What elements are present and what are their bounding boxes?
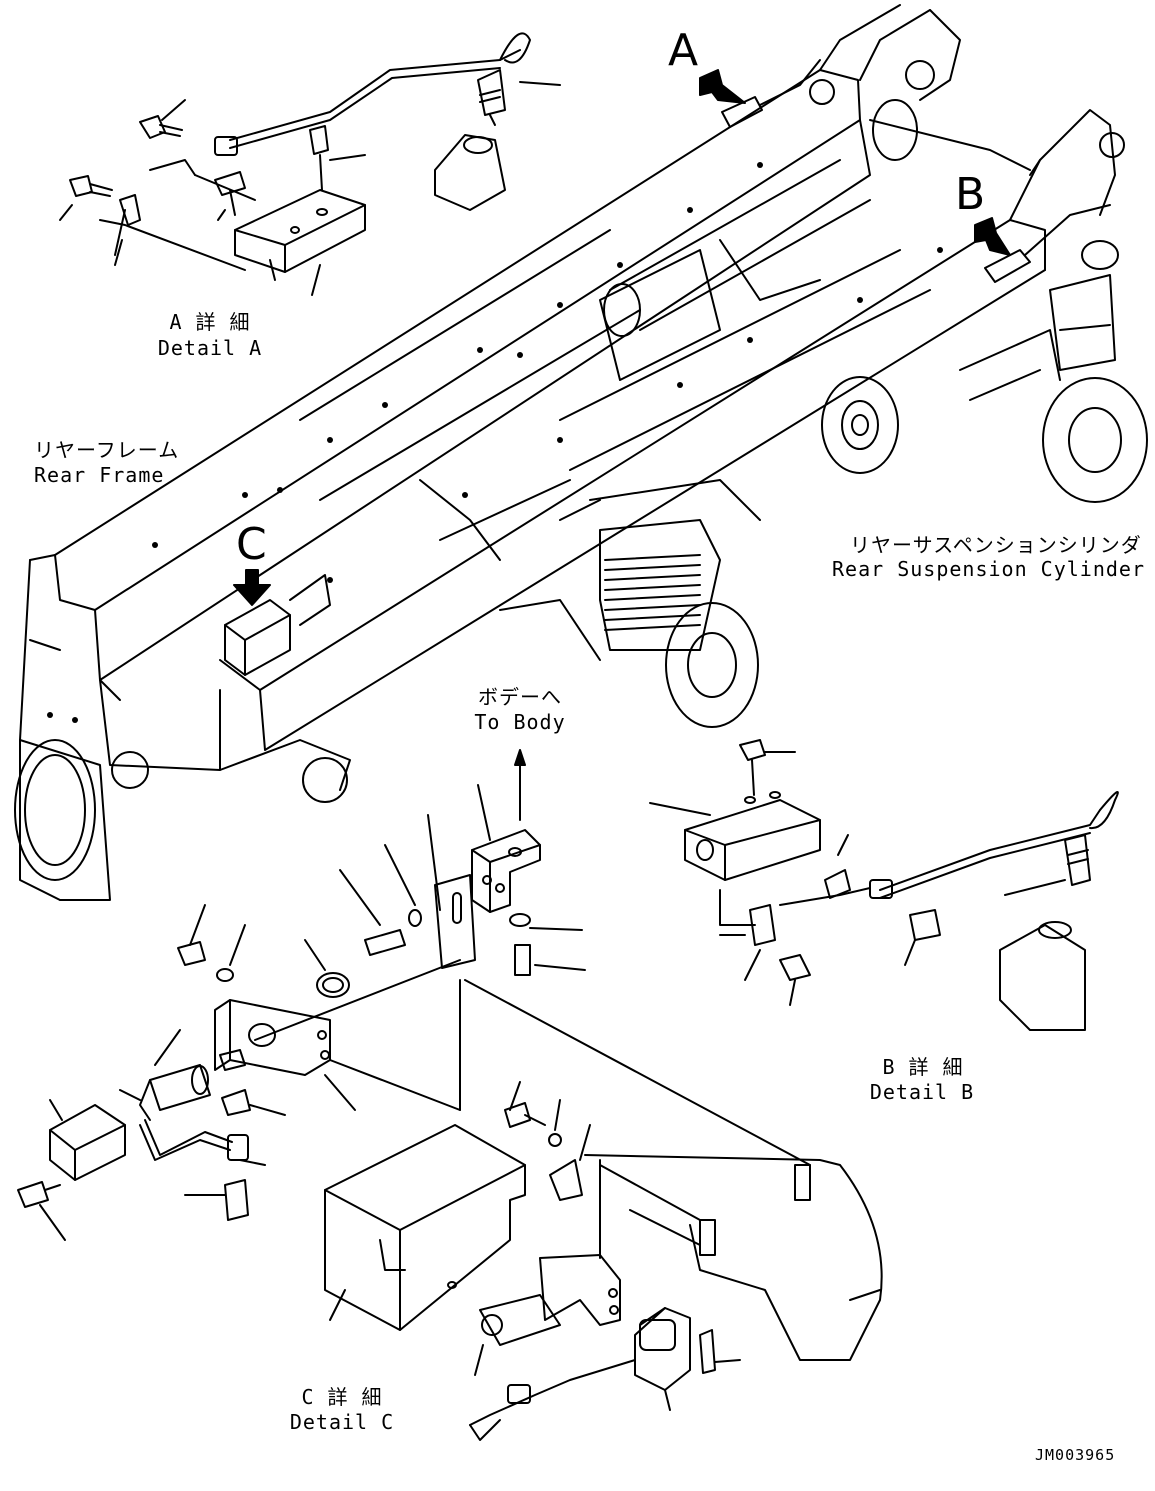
callout-c: C	[236, 519, 267, 570]
rear-frame-label-jp: リヤーフレーム	[34, 438, 180, 462]
detail-a-label-en: Detail A	[157, 336, 263, 360]
suspension-label-en: Rear Suspension Cylinder	[832, 557, 1145, 581]
callout-a: A	[668, 25, 699, 76]
suspension-label-jp: リヤーサスペンションシリンダ	[850, 533, 1142, 557]
detail-c-label-jp: C 詳 細	[301, 1385, 383, 1409]
rear-frame-label-en: Rear Frame	[34, 463, 165, 487]
detail-a-label-jp: A 詳 細	[169, 310, 251, 334]
callout-b: B	[955, 169, 986, 220]
detail-a-drawing	[59, 32, 561, 296]
drawing-reference-number: JM003965	[1035, 1446, 1116, 1464]
to-body-label-jp: ボデーへ	[478, 685, 562, 709]
detail-c-drawing	[17, 749, 883, 1441]
detail-b-label-jp: B 詳 細	[882, 1055, 964, 1079]
rear-frame-drawing	[14, 4, 1148, 901]
detail-c-label-en: Detail C	[289, 1410, 395, 1434]
to-body-label-en: To Body	[474, 710, 566, 734]
detail-b-label-en: Detail B	[869, 1080, 975, 1104]
detail-b-drawing	[649, 739, 1119, 1031]
callout-arrows	[233, 69, 1011, 606]
